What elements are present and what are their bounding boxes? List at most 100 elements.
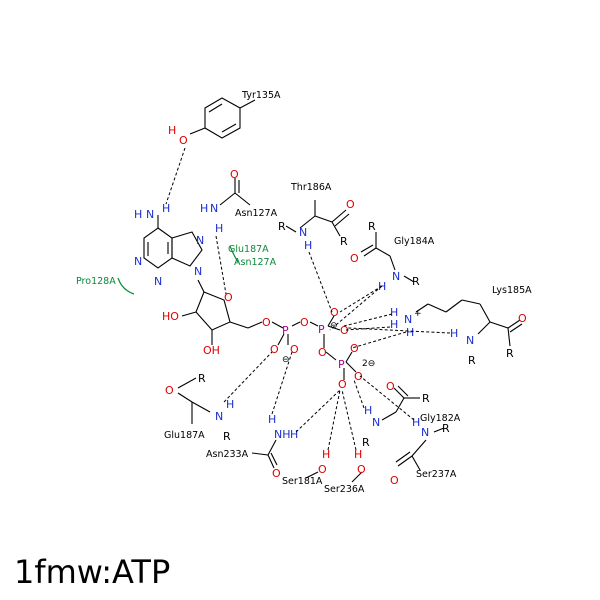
gly182-label: Gly182A: [420, 413, 461, 424]
tyr135-hydroxyl-h: H: [168, 124, 176, 137]
glu187-o: O: [165, 384, 174, 397]
gly184-residue: R Gly184A O N R H: [350, 220, 435, 293]
glu187-r1: R: [198, 372, 206, 385]
thr186-label: Thr186A: [290, 182, 332, 193]
beta-o1: O: [330, 306, 339, 319]
beta-charge: ⊖: [330, 321, 338, 331]
tyr135-residue: Tyr135A H O: [168, 90, 281, 147]
diagram-title: 1fmw:ATP: [14, 553, 171, 591]
pro128-hydrophobic-label: Pro128A: [76, 276, 116, 287]
ser181-h: H: [322, 448, 330, 461]
serine-hydroxyls: H O Ser181A H O Ser236A: [282, 448, 366, 495]
glu187-h: H: [226, 398, 234, 411]
gly182-r2: R: [362, 436, 370, 449]
glu187-hydrophobic-label: Glu187A: [228, 244, 269, 255]
thr186-r1: R: [278, 220, 286, 233]
gly182-r1: R: [422, 392, 430, 405]
adenine-n3: N: [154, 275, 162, 288]
lys185-backbone-n: N: [466, 334, 474, 347]
beta-phosphorus: P: [318, 323, 325, 336]
adenine-amine-h2: H: [162, 202, 170, 215]
thr186-residue: Thr186A R N H O R: [278, 182, 355, 252]
lys185-r1: R: [468, 354, 476, 367]
lys185-r2: R: [506, 347, 514, 360]
gly184-r2: R: [412, 275, 420, 288]
thr186-o: O: [346, 198, 355, 211]
asn127-residue: O H N H Asn127A: [200, 168, 278, 235]
alpha-phosphorus: P: [282, 324, 289, 337]
asn127-amide-nh: H: [200, 202, 208, 215]
lys185-o: O: [518, 312, 527, 325]
triphosphate: P O O O ⊖ P ⊖ O O O P 2⊖ O O O: [270, 306, 375, 391]
adenine-ring: H N H N N N N: [134, 202, 204, 288]
asn233-label: Asn233A: [206, 449, 249, 460]
ribose-2-oh: HO: [162, 310, 179, 323]
ser181-o: O: [318, 463, 327, 476]
beta-gamma-bridge-o: O: [318, 346, 327, 359]
lys185-backbone-h: H: [450, 327, 458, 340]
gly184-n: N: [392, 270, 400, 283]
ser237-r: R: [442, 422, 450, 435]
ser236-label: Ser236A: [324, 484, 365, 495]
ser236-o: O: [357, 463, 366, 476]
ser237-n: N: [421, 426, 429, 439]
gly182-residue: O R Gly182A H N R: [362, 380, 461, 449]
asn127-hydrophobic-label: Asn127A: [234, 257, 277, 268]
gly184-o: O: [350, 252, 359, 265]
gamma-charge: 2⊖: [362, 359, 375, 369]
gamma-phosphorus: P: [338, 358, 345, 371]
gamma-o3: O: [338, 378, 347, 391]
thr186-n: N: [299, 226, 307, 239]
ser181-label: Ser181A: [282, 476, 323, 487]
lys185-charge: +: [414, 309, 422, 319]
glu187-residue: O R H N R Glu187A: [164, 372, 234, 443]
adenine-amine-h1: H: [134, 208, 142, 221]
gly184-label: Gly184A: [394, 236, 435, 247]
ser237-h: H: [412, 416, 420, 429]
thr186-r2: R: [340, 235, 348, 248]
thr186-h: H: [304, 239, 312, 252]
gamma-o2: O: [354, 370, 363, 383]
ser237-label: Ser237A: [416, 469, 457, 480]
ribose-5-o: O: [262, 316, 271, 329]
ser236-h: H: [354, 448, 362, 461]
tyr135-hydroxyl-o: O: [179, 134, 188, 147]
lys185-nz-h2: H: [390, 318, 398, 331]
asn233-nh: NH: [274, 428, 291, 441]
alpha-o2: O: [290, 343, 299, 356]
asn233-o: O: [272, 467, 281, 480]
glu187-n: N: [215, 410, 223, 423]
adenine-amine-n: N: [146, 208, 154, 221]
adenine-n1: N: [134, 255, 142, 268]
alpha-charge: ⊖: [282, 355, 290, 365]
gly184-r1: R: [368, 220, 376, 233]
ser237-o: O: [390, 474, 399, 487]
adenine-n7: N: [196, 234, 204, 247]
lys185-residue: Lys185A H N + H H H N R O R: [390, 285, 532, 367]
gly182-n: N: [372, 416, 380, 429]
asn233-h1: H: [268, 413, 276, 426]
lys185-nz-h1: H: [390, 306, 398, 319]
ser237-residue: H N R O Ser237A: [390, 416, 457, 487]
asn127-carbonyl-o: O: [230, 168, 239, 181]
asn233-residue: H NH H Asn233A O: [206, 413, 298, 480]
lys185-label: Lys185A: [492, 285, 532, 296]
lys185-nz-h3: H: [406, 326, 414, 339]
asn127-amide-h2: H: [215, 222, 223, 235]
tyr135-label: Tyr135A: [241, 90, 281, 101]
lys185-nz: N: [404, 313, 412, 326]
ribose-3-oh: OH: [203, 344, 220, 357]
adenine-n9: N: [194, 265, 202, 278]
alpha-beta-bridge-o: O: [300, 316, 309, 329]
beta-o2: O: [340, 324, 349, 337]
ribose-ring: O HO OH O: [162, 279, 271, 357]
hydrophobic-contacts: Glu187A Asn127A Pro128A: [76, 244, 277, 295]
asn233-h2: H: [290, 428, 298, 441]
gly182-h: H: [364, 404, 372, 417]
glu187-label: Glu187A: [164, 430, 205, 441]
alpha-o1: O: [270, 343, 279, 356]
asn127-label: Asn127A: [235, 208, 278, 219]
ribose-ring-o: O: [224, 291, 233, 304]
glu187-r2: R: [223, 430, 231, 443]
